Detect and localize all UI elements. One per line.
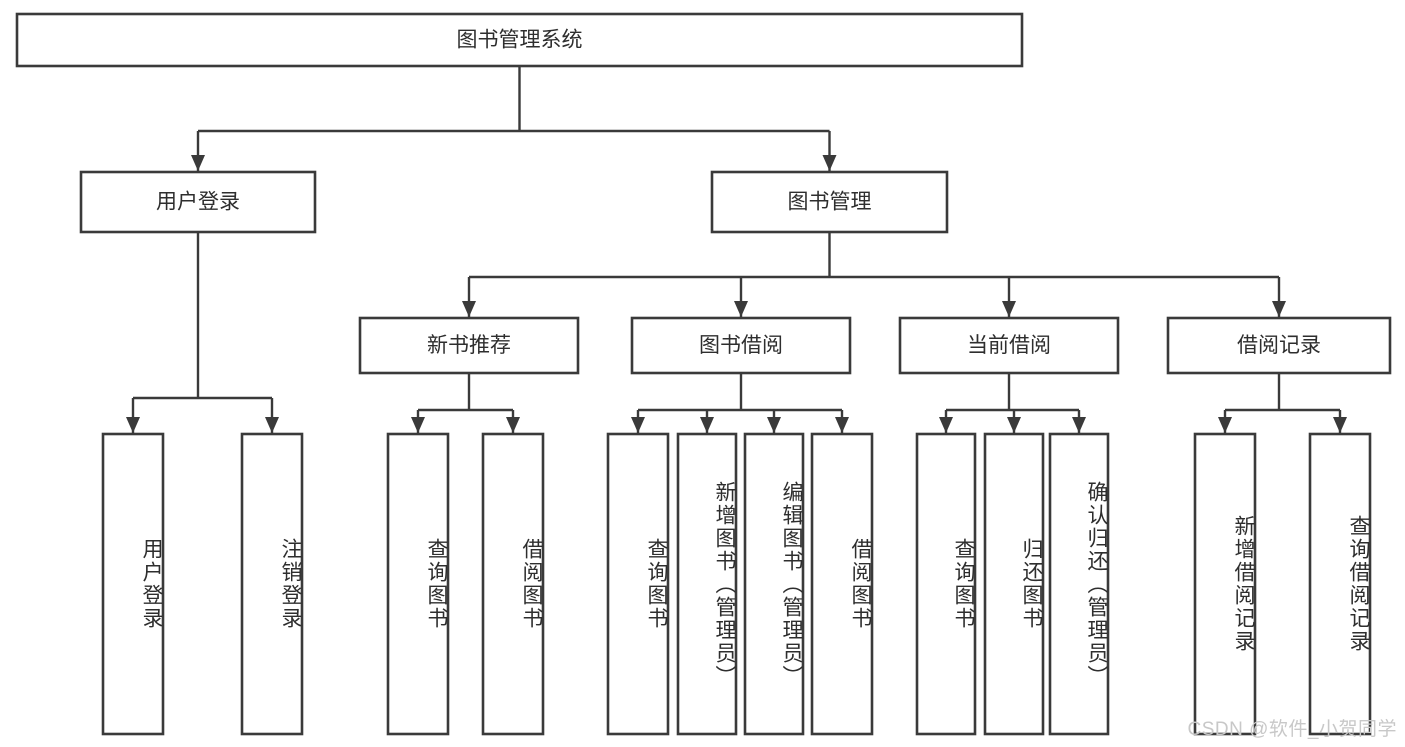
arrow-head-icon — [1272, 301, 1286, 317]
node-leaf-8[interactable] — [915, 432, 977, 736]
node-label-level3-0: 新书推荐 — [427, 334, 511, 357]
node-leaf-0[interactable] — [101, 432, 165, 736]
arrow-head-icon — [767, 417, 781, 433]
arrow-head-icon — [506, 417, 520, 433]
connectors-layer — [126, 66, 1347, 433]
node-boxes-layer — [15, 12, 1392, 736]
node-root-图书管理系统[interactable] — [15, 12, 1024, 68]
arrow-head-icon — [1007, 417, 1021, 433]
arrow-head-icon — [1218, 417, 1232, 433]
node-level2-0[interactable] — [79, 170, 317, 234]
watermark-text: CSDN @软件_小贺同学 — [1187, 719, 1397, 740]
node-level2-1[interactable] — [710, 170, 949, 234]
node-leaf-4[interactable] — [606, 432, 670, 736]
node-leaf-2[interactable] — [386, 432, 450, 736]
node-leaf-1[interactable] — [240, 432, 304, 736]
arrow-head-icon — [822, 155, 837, 171]
arrow-head-icon — [462, 301, 476, 317]
node-label-root: 图书管理系统 — [457, 29, 583, 52]
node-label-level3-1: 图书借阅 — [699, 334, 783, 357]
arrow-head-icon — [191, 155, 205, 171]
node-leaf-5[interactable] — [676, 432, 738, 736]
arrow-head-icon — [939, 417, 953, 433]
node-level3-3[interactable] — [1166, 316, 1392, 375]
node-leaf-6[interactable] — [743, 432, 805, 736]
arrow-head-icon — [411, 417, 425, 433]
arrow-head-icon — [734, 301, 748, 317]
node-label-level2-0: 用户登录 — [156, 191, 240, 214]
arrow-head-icon — [835, 417, 849, 433]
node-label-level2-1: 图书管理 — [788, 191, 872, 214]
node-level3-1[interactable] — [630, 316, 852, 375]
arrow-head-icon — [700, 417, 714, 433]
node-level3-0[interactable] — [358, 316, 580, 375]
node-leaf-9[interactable] — [983, 432, 1045, 736]
arrow-head-icon — [1333, 417, 1347, 433]
arrow-head-icon — [265, 417, 279, 433]
node-level3-2[interactable] — [898, 316, 1120, 375]
node-leaf-12[interactable] — [1308, 432, 1372, 736]
node-leaf-7[interactable] — [810, 432, 874, 736]
arrow-head-icon — [1072, 417, 1086, 433]
arrow-head-icon — [631, 417, 645, 433]
node-label-level3-3: 借阅记录 — [1237, 334, 1321, 357]
node-leaf-10[interactable] — [1048, 432, 1110, 736]
arrow-head-icon — [126, 417, 140, 433]
node-leaf-11[interactable] — [1193, 432, 1257, 736]
node-label-level3-2: 当前借阅 — [967, 334, 1051, 357]
node-leaf-3[interactable] — [481, 432, 545, 736]
arrow-head-icon — [1002, 301, 1016, 317]
